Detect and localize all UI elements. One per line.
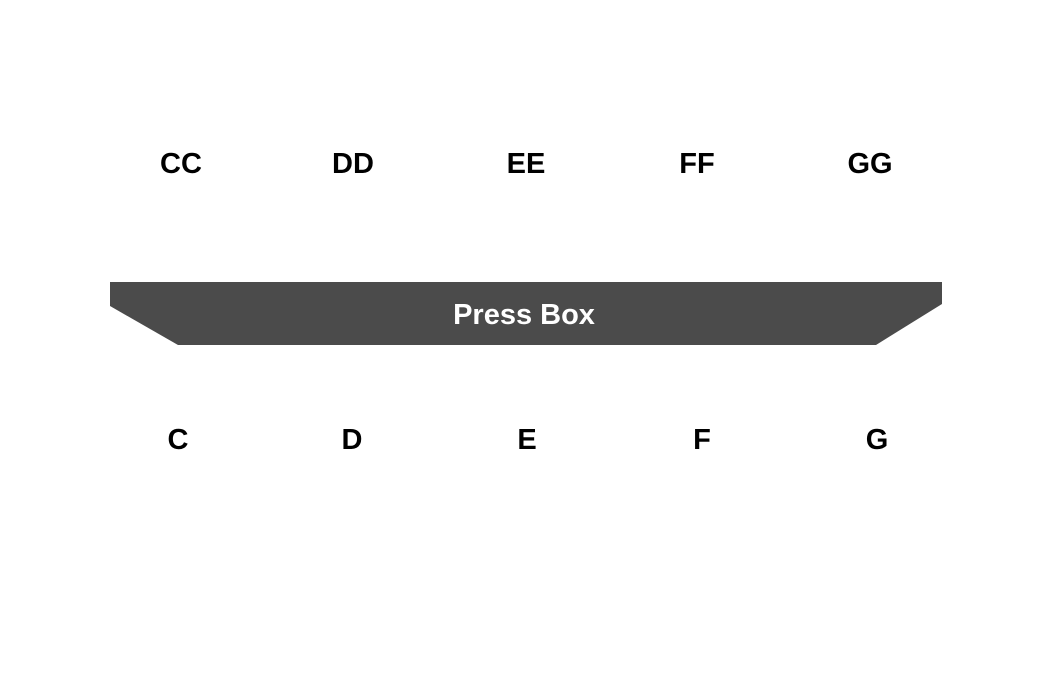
section-ee[interactable]: EE bbox=[506, 148, 546, 180]
press-box-shape bbox=[110, 282, 942, 345]
section-e[interactable]: E bbox=[517, 424, 537, 456]
press-box-label: Press Box bbox=[453, 299, 595, 331]
section-ff[interactable]: FF bbox=[679, 148, 715, 180]
section-cc[interactable]: CC bbox=[160, 148, 202, 180]
section-c[interactable]: C bbox=[167, 424, 189, 456]
section-gg[interactable]: GG bbox=[847, 148, 893, 180]
section-g[interactable]: G bbox=[865, 424, 889, 456]
section-f[interactable]: F bbox=[693, 424, 711, 456]
section-dd[interactable]: DD bbox=[332, 148, 374, 180]
section-d[interactable]: D bbox=[341, 424, 363, 456]
